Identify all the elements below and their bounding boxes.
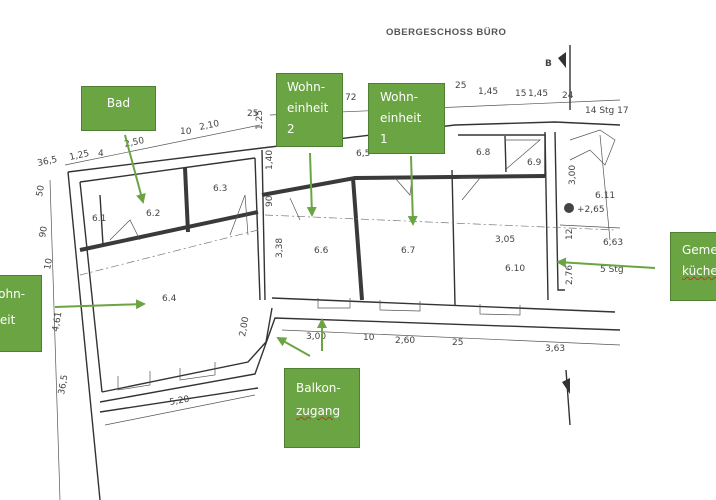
kueche-arrow bbox=[556, 257, 656, 269]
room-6-8: 6.8 bbox=[476, 148, 491, 158]
svg-text:4,61: 4,61 bbox=[51, 311, 64, 332]
wohneinheit2-arrow bbox=[306, 152, 317, 217]
wohneinheit-left-arrow bbox=[54, 299, 146, 310]
svg-text:1,45: 1,45 bbox=[478, 87, 498, 97]
room-6-11: 6.11 bbox=[595, 191, 615, 201]
section-marker: B bbox=[545, 59, 552, 69]
svg-text:3,38: 3,38 bbox=[275, 238, 285, 258]
svg-text:6,63: 6,63 bbox=[603, 238, 623, 248]
svg-text:2,76: 2,76 bbox=[565, 265, 575, 285]
room-6-2: 6.2 bbox=[146, 209, 160, 219]
svg-text:3,63: 3,63 bbox=[545, 344, 565, 354]
svg-text:+2,65: +2,65 bbox=[577, 205, 605, 215]
svg-text:3,00: 3,00 bbox=[568, 165, 578, 185]
svg-text:50: 50 bbox=[35, 184, 47, 197]
svg-text:1,25: 1,25 bbox=[69, 149, 91, 163]
section-arrow-icon bbox=[562, 378, 570, 394]
dimensions-inner: 1,40 90 3,38 2,00 3,00 10 2,60 25 3,63 3… bbox=[169, 150, 624, 408]
walls bbox=[49, 45, 621, 500]
svg-text:10: 10 bbox=[363, 333, 375, 343]
svg-text:36,5: 36,5 bbox=[37, 155, 59, 169]
svg-text:36,5: 36,5 bbox=[57, 374, 70, 395]
svg-text:24: 24 bbox=[562, 91, 574, 101]
room-6-3: 6.3 bbox=[213, 184, 227, 194]
label-bad: Bad bbox=[81, 86, 156, 131]
plan-title: OBERGESCHOSS BÜRO bbox=[386, 27, 506, 38]
dimensions-top: 36,5 1,25 4 2,50 10 2,10 25 1,25 72 6,5 … bbox=[37, 81, 629, 169]
svg-text:10: 10 bbox=[180, 127, 192, 137]
room-6-6: 6.6 bbox=[314, 246, 329, 256]
svg-text:1,45: 1,45 bbox=[528, 89, 548, 99]
svg-text:2,60: 2,60 bbox=[395, 336, 415, 346]
section-arrow-icon bbox=[558, 52, 566, 68]
elevation-marker-icon bbox=[564, 203, 574, 213]
bad-arrow bbox=[124, 134, 146, 204]
balkon-arrow-1 bbox=[276, 337, 311, 357]
svg-text:72: 72 bbox=[345, 93, 356, 103]
svg-text:3,00: 3,00 bbox=[306, 332, 326, 342]
room-6-7: 6.7 bbox=[401, 246, 415, 256]
svg-text:25: 25 bbox=[247, 109, 258, 119]
svg-text:6,5: 6,5 bbox=[356, 149, 370, 159]
label-wohneinheit-left: Wohn-einheit bbox=[0, 275, 42, 352]
svg-text:25: 25 bbox=[452, 338, 463, 348]
svg-text:2,00: 2,00 bbox=[238, 316, 251, 338]
label-gemeinschaftskueche: Gemeinschafts-küche bbox=[670, 232, 716, 301]
dimensions-left: 50 90 10 4,61 36,5 bbox=[35, 184, 70, 395]
svg-text:5,20: 5,20 bbox=[169, 395, 191, 408]
label-balkonzugang: Balkon-zugang bbox=[284, 368, 360, 448]
svg-text:90: 90 bbox=[265, 195, 275, 207]
svg-text:10: 10 bbox=[43, 257, 55, 270]
svg-text:25: 25 bbox=[455, 81, 466, 91]
svg-text:90: 90 bbox=[38, 225, 50, 238]
svg-text:14 Stg 17: 14 Stg 17 bbox=[585, 106, 629, 116]
room-6-1: 6.1 bbox=[92, 214, 106, 224]
svg-text:5 Stg: 5 Stg bbox=[600, 265, 624, 275]
svg-text:2,10: 2,10 bbox=[199, 119, 221, 133]
svg-text:4: 4 bbox=[98, 149, 104, 159]
room-6-10: 6.10 bbox=[505, 264, 525, 274]
svg-text:1,40: 1,40 bbox=[265, 150, 275, 170]
room-6-4: 6.4 bbox=[162, 294, 177, 304]
wohneinheit1-arrow bbox=[407, 155, 418, 226]
svg-text:1,25: 1,25 bbox=[255, 110, 265, 130]
svg-text:15: 15 bbox=[515, 89, 526, 99]
svg-text:3,05: 3,05 bbox=[495, 235, 515, 245]
svg-text:12: 12 bbox=[565, 229, 575, 240]
room-6-9: 6.9 bbox=[527, 158, 542, 168]
